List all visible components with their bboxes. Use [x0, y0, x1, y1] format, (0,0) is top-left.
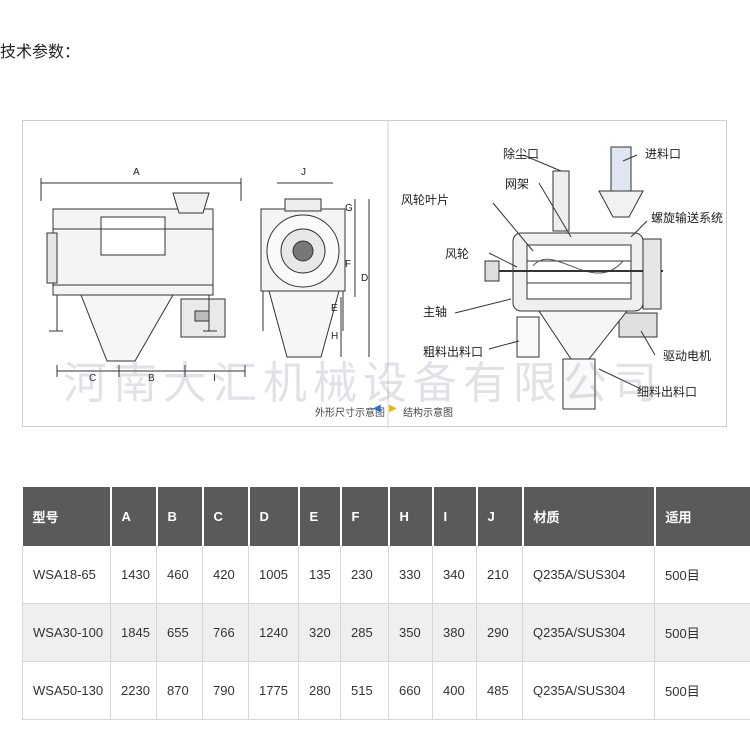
cell-a: 2230 — [110, 661, 157, 720]
header-model: 型号 — [22, 487, 112, 546]
side-view — [40, 178, 246, 377]
cell-h: 660 — [388, 661, 433, 720]
struct-coarse-outlet — [516, 316, 540, 358]
cell-model: WSA18-65 — [22, 546, 111, 604]
callout-impeller-blade: 风轮叶片 — [401, 193, 450, 207]
section-heading: 技术参数： — [0, 42, 81, 61]
struct-inlet-column — [610, 146, 632, 192]
cell-a: 1845 — [110, 603, 157, 662]
cell-a: 1430 — [110, 546, 157, 604]
callout-inlet: 进料口 — [645, 147, 682, 161]
callout-main-shaft: 主轴 — [423, 305, 448, 319]
dim-label-h: H — [331, 331, 339, 342]
callout-impeller: 风轮 — [445, 247, 470, 261]
dim-label-d: D — [361, 273, 369, 284]
callout-coarse-outlet: 粗料出料口 — [423, 345, 484, 359]
cell-material: Q235A/SUS304 — [522, 661, 655, 720]
header-a: A — [110, 487, 158, 546]
cell-e: 280 — [298, 661, 341, 720]
cell-j: 210 — [476, 546, 523, 604]
watermark: 河南大汇机械设备有限公司 — [63, 358, 663, 409]
header-applicable: 适用 — [654, 487, 750, 546]
table-row: WSA18-65 1430 460 420 1005 135 230 330 3… — [22, 546, 750, 604]
header-f: F — [340, 487, 390, 546]
struct-fine-outlet — [562, 358, 596, 410]
cell-b: 870 — [156, 661, 203, 720]
callout-fine-outlet: 细料出料口 — [637, 385, 698, 399]
struct-motor — [618, 312, 658, 338]
cell-material: Q235A/SUS304 — [522, 603, 655, 662]
side-inlet-hopper — [172, 192, 210, 214]
callout-screw-conveyor: 螺旋输送系统 — [651, 211, 724, 225]
machine-drawing-panel: A B C I J G F D E H 除尘口 进料口 网架 风轮叶片 螺旋输送… — [22, 120, 727, 428]
dim-label-j: J — [301, 167, 306, 178]
callout-drive-motor: 驱动电机 — [663, 349, 712, 363]
side-access-door — [100, 216, 166, 256]
spec-table: 型号 A B C D E F H I J 材质 适用 WSA18-65 1430… — [22, 487, 750, 720]
cell-b: 655 — [156, 603, 203, 662]
cell-d: 1005 — [248, 546, 299, 604]
cell-applicable: 500目 — [654, 546, 750, 604]
header-material: 材质 — [522, 487, 656, 546]
header-e: E — [298, 487, 342, 546]
dim-label-g: G — [345, 203, 353, 214]
cell-model: WSA50-130 — [22, 661, 111, 720]
cell-j: 485 — [476, 661, 523, 720]
machine-drawings-svg — [40, 121, 663, 428]
dim-label-e: E — [331, 303, 338, 314]
header-h: H — [388, 487, 434, 546]
cell-f: 230 — [340, 546, 389, 604]
header-d: D — [248, 487, 300, 546]
table-header-row: 型号 A B C D E F H I J 材质 适用 — [22, 487, 750, 546]
cell-f: 515 — [340, 661, 389, 720]
cell-d: 1240 — [248, 603, 299, 662]
cell-applicable: 500目 — [654, 661, 750, 720]
dim-label-b: B — [148, 373, 155, 384]
cell-i: 340 — [432, 546, 477, 604]
caption-structure: 结构示意图 — [403, 408, 453, 419]
header-j: J — [476, 487, 524, 546]
cell-j: 290 — [476, 603, 523, 662]
cell-material: Q235A/SUS304 — [522, 546, 655, 604]
cell-applicable: 500目 — [654, 603, 750, 662]
cell-h: 350 — [388, 603, 433, 662]
cell-f: 285 — [340, 603, 389, 662]
dim-label-c: C — [89, 373, 97, 384]
dim-label-i: I — [213, 373, 216, 384]
cell-d: 1775 — [248, 661, 299, 720]
dim-label-a: A — [133, 167, 140, 178]
cell-c: 766 — [202, 603, 249, 662]
caption-outline: 外形尺寸示意图 — [315, 408, 385, 419]
dim-label-f: F — [345, 259, 352, 270]
cell-i: 380 — [432, 603, 477, 662]
cell-b: 460 — [156, 546, 203, 604]
cell-c: 420 — [202, 546, 249, 604]
callout-mesh-frame: 网架 — [505, 177, 530, 191]
caption-right-arrow-icon: ▶ — [389, 403, 397, 414]
cell-i: 400 — [432, 661, 477, 720]
structure-view — [454, 146, 663, 410]
end-view — [260, 182, 370, 358]
table-row: WSA30-100 1845 655 766 1240 320 285 350 … — [22, 603, 750, 662]
caption-left-arrow-icon: ◀ — [373, 403, 381, 414]
header-b: B — [156, 487, 204, 546]
header-c: C — [202, 487, 250, 546]
cell-e: 135 — [298, 546, 341, 604]
struct-inlet-hopper — [598, 190, 644, 218]
cell-e: 320 — [298, 603, 341, 662]
cell-c: 790 — [202, 661, 249, 720]
header-i: I — [432, 487, 478, 546]
table-row: WSA50-130 2230 870 790 1775 280 515 660 … — [22, 661, 750, 720]
callout-dust-outlet: 除尘口 — [503, 147, 540, 161]
cell-model: WSA30-100 — [22, 603, 111, 662]
cell-h: 330 — [388, 546, 433, 604]
